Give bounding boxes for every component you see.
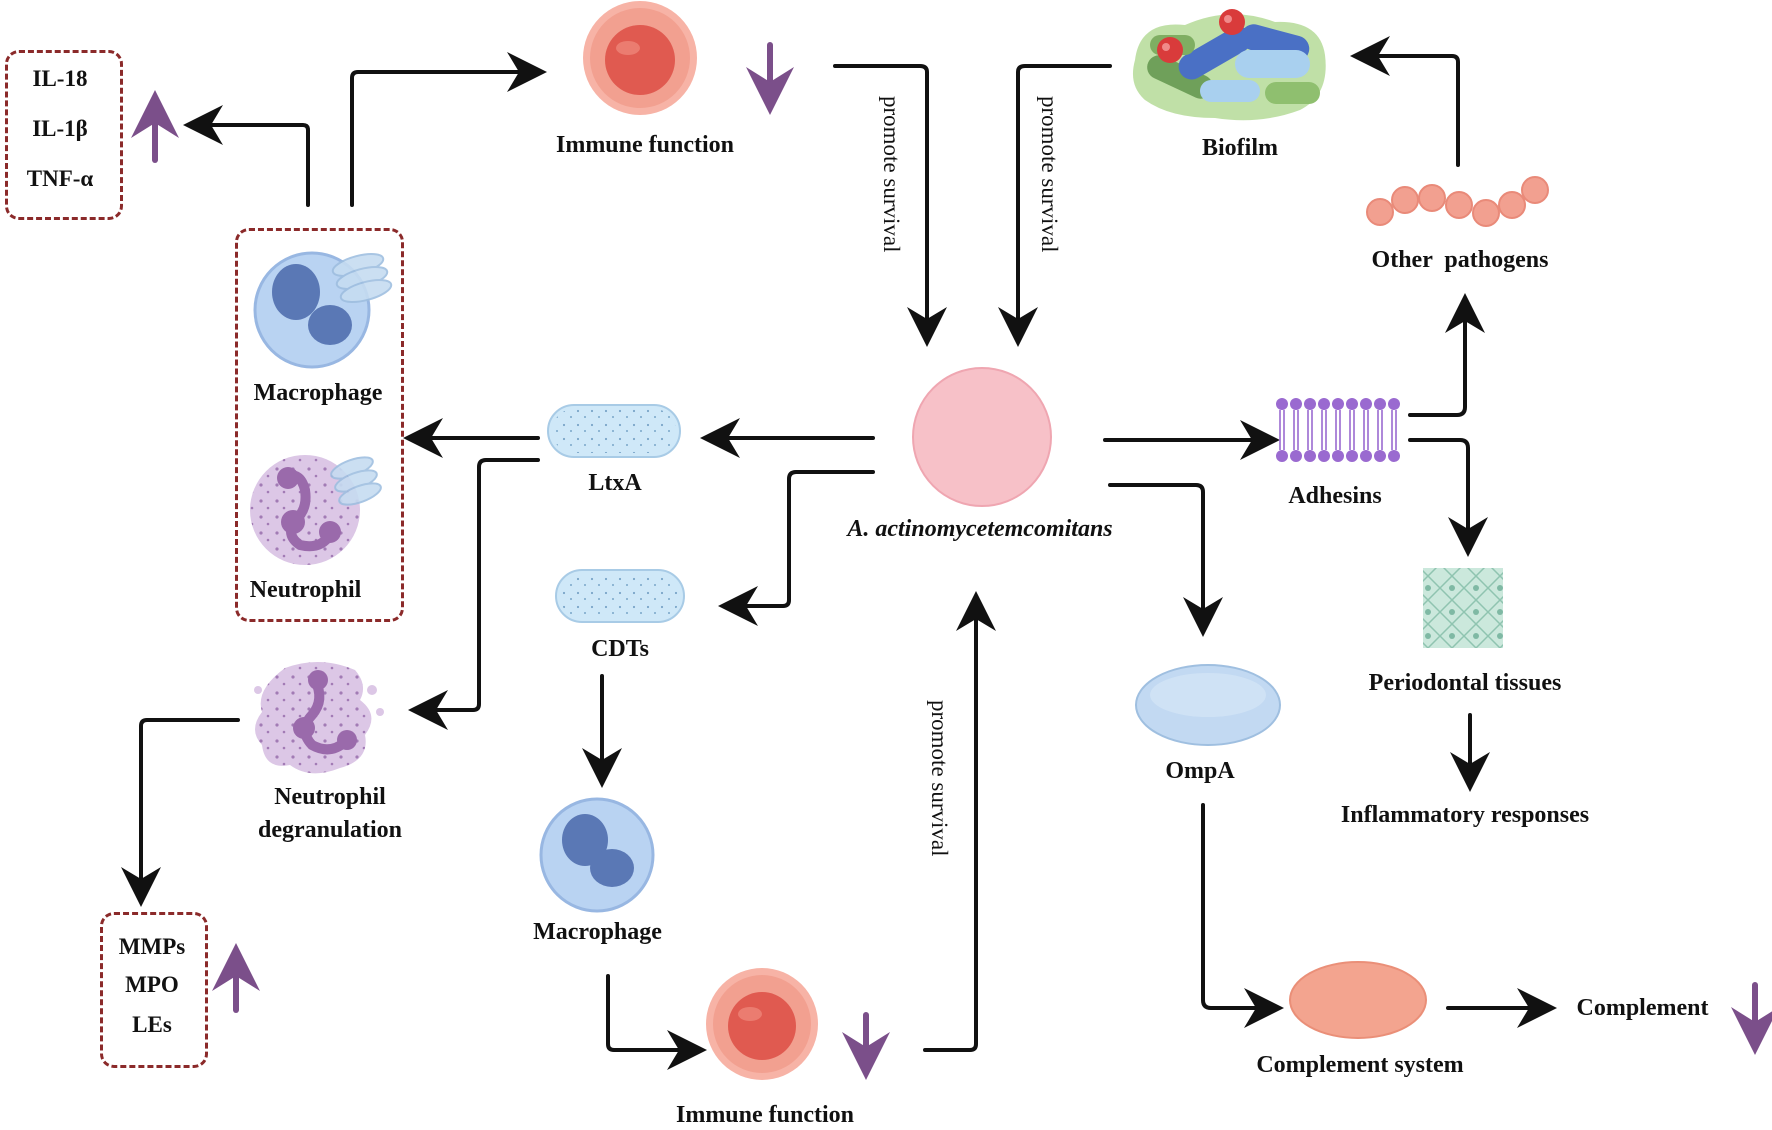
adhesins-icon <box>1276 398 1400 462</box>
cytokine-il18: IL-18 <box>32 66 88 91</box>
promote-survival-label-3: promote survival <box>927 700 952 857</box>
arrow-pathogens-to-biofilm <box>1350 36 1460 167</box>
neutrophil-degranulation-label-1: Neutrophil <box>274 784 386 810</box>
enzymes-box <box>100 912 208 1068</box>
complement-label: Complement <box>1576 995 1709 1021</box>
enzyme-mpo: MPO <box>125 972 179 997</box>
promote-survival-label-1: promote survival <box>879 96 904 253</box>
promote-survival-label-2: promote survival <box>1037 96 1062 253</box>
biofilm-icon <box>1132 9 1326 121</box>
ompa-icon <box>1135 664 1281 746</box>
macrophage-bottom-icon <box>539 797 655 913</box>
periodontal-tissues-icon <box>1423 568 1503 648</box>
neutrophil-label: Neutrophil <box>249 577 362 603</box>
immune-cells-box <box>235 228 404 622</box>
cdts-label: CDTs <box>591 636 649 662</box>
cytokine-tnfa: TNF-α <box>26 166 94 191</box>
arrow-macrophage-to-immune-bottom <box>606 974 707 1070</box>
macrophage-left-label: Macrophage <box>253 380 383 406</box>
immune-function-top-label: Immune function <box>555 132 735 158</box>
other-pathogens-icon <box>1366 176 1549 227</box>
arrow-degranulation-to-enzymes <box>121 718 240 907</box>
biofilm-label: Biofilm <box>1202 135 1278 161</box>
aa-bacterium-icon <box>912 367 1052 507</box>
arrow-biofilm-to-aa <box>998 64 1112 347</box>
ltxa-label: LtxA <box>588 470 642 496</box>
neutrophil-degranulation-icon <box>254 661 384 774</box>
neutrophil-icon <box>250 455 382 565</box>
cdts-icon <box>555 569 685 623</box>
arrow-adhesins-to-pathogens <box>1408 293 1485 417</box>
inflammatory-responses-label: Inflammatory responses <box>1340 802 1590 828</box>
other-pathogens-label: Other pathogens <box>1371 247 1549 273</box>
immune-cell-top-icon <box>583 1 697 115</box>
complement-system-icon <box>1289 961 1427 1039</box>
aa-label: A. actinomycetemcomitans <box>847 516 1113 542</box>
cytokine-il1b: IL-1β <box>32 116 88 141</box>
periodontal-tissues-label: Periodontal tissues <box>1368 670 1562 696</box>
neutrophil-degranulation-label-2: degranulation <box>257 817 403 843</box>
arrow-adhesins-to-tissues <box>1408 438 1488 557</box>
cytokines-box <box>5 50 123 220</box>
complement-system-label: Complement system <box>1256 1052 1464 1078</box>
ltxa-icon <box>547 404 681 458</box>
arrow-immune-bottom-to-aa <box>923 591 996 1052</box>
arrow-macrophage-to-cytokines <box>183 105 310 207</box>
adhesins-label: Adhesins <box>1288 483 1382 509</box>
macrophage-bottom-label: Macrophage <box>533 919 662 945</box>
arrow-ltxa-to-degranulation <box>408 458 540 730</box>
enzyme-mmps: MMPs <box>118 934 186 959</box>
ompa-label: OmpA <box>1165 758 1235 784</box>
macrophage-left-icon <box>253 251 393 369</box>
immune-function-bottom-label: Immune function <box>675 1102 855 1128</box>
arrow-aa-to-cdts <box>718 470 875 626</box>
immune-cell-bottom-icon <box>706 968 818 1080</box>
arrow-aa-to-ompa <box>1108 483 1223 637</box>
arrow-immune-top-to-aa <box>833 64 947 347</box>
arrow-macrophage-to-immune-top <box>350 52 547 207</box>
arrow-ompa-to-complement-system <box>1201 803 1284 1028</box>
enzyme-les: LEs <box>132 1012 172 1037</box>
